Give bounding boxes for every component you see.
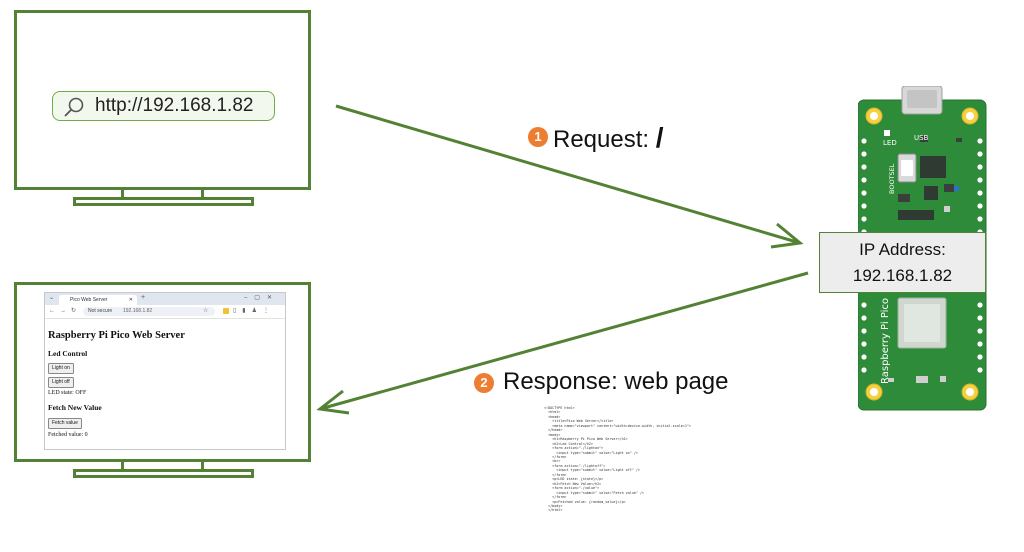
html-source-code: <!DOCTYPE html> <html> <head> <title>Pic… (544, 406, 691, 513)
ip-address-value: 192.168.1.82 (852, 266, 953, 285)
led-control-heading: Led Control (48, 349, 88, 358)
monitor-neck (201, 190, 204, 198)
close-icon[interactable]: ✕ (128, 297, 133, 303)
nav-buttons[interactable]: ←→↻ (49, 308, 82, 314)
search-icon (64, 97, 84, 117)
tab-search-icon[interactable]: ⌄ (49, 295, 55, 301)
address-bar[interactable]: http://192.168.1.82 (52, 91, 275, 121)
browser-address-text: 192.168.1.82 (123, 308, 153, 314)
fetch-value-heading: Fetch New Value (48, 403, 102, 412)
fetch-value-button[interactable]: Fetch value (48, 418, 82, 429)
silk-bootsel-label: BOOTSEL (888, 163, 896, 194)
page-heading: Raspberry Pi Pico Web Server (48, 330, 185, 341)
window-controls[interactable]: –▢✕ (243, 295, 279, 301)
step-1-badge: 1 (528, 127, 548, 147)
silk-usb-label: USB (914, 134, 929, 142)
browser-tab[interactable]: Pico Web Server ✕ (59, 295, 137, 305)
request-arrow (335, 104, 801, 245)
browser-tab-strip: ⌄ Pico Web Server ✕ + –▢✕ (45, 293, 285, 305)
url-text: http://192.168.1.82 (95, 95, 254, 116)
not-secure-label: Not secure (88, 308, 113, 314)
response-arrow (319, 271, 809, 411)
browser-window: ⌄ Pico Web Server ✕ + –▢✕ ←→↻ Not secure… (44, 292, 286, 450)
step-1-label: Request: / (553, 122, 664, 154)
client-monitor-top: http://192.168.1.82 (14, 10, 311, 190)
monitor-neck (121, 462, 124, 470)
toolbar-icons[interactable]: ▯▮♟⋮ (233, 308, 275, 314)
monitor-neck (121, 190, 124, 198)
browser-address-input[interactable]: Not secure 192.168.1.82 (83, 307, 215, 316)
fetched-value-text: Fetched value: 0 (48, 432, 88, 438)
request-text: Request: (553, 126, 650, 153)
step-2-label: Response: web page (503, 368, 729, 395)
star-icon[interactable]: ☆ (203, 308, 215, 314)
silk-led-label: LED (883, 139, 897, 147)
flash-chip-icon (920, 156, 946, 178)
ip-address-label: IP Address: (859, 240, 946, 259)
monitor-base (73, 197, 254, 206)
request-path: / (655, 122, 664, 153)
board-name-label: Raspberry Pi Pico (880, 298, 891, 384)
request-arrowhead (770, 222, 804, 249)
monitor-base (73, 469, 254, 478)
led-state-text: LED state: OFF (48, 390, 87, 396)
ip-address-box: IP Address: 192.168.1.82 (819, 232, 986, 293)
response-arrowhead (316, 389, 350, 415)
new-tab-icon[interactable]: + (141, 294, 146, 301)
browser-toolbar: ←→↻ Not secure 192.168.1.82 ☆ ▯▮♟⋮ (45, 305, 285, 319)
tab-title: Pico Web Server (70, 297, 108, 303)
pin-pads-right (977, 138, 983, 373)
extension-icon[interactable] (223, 308, 229, 314)
light-off-button[interactable]: Light off (48, 377, 74, 388)
light-on-button[interactable]: Light on (48, 363, 74, 374)
step-2-badge: 2 (474, 373, 494, 393)
monitor-neck (201, 462, 204, 470)
